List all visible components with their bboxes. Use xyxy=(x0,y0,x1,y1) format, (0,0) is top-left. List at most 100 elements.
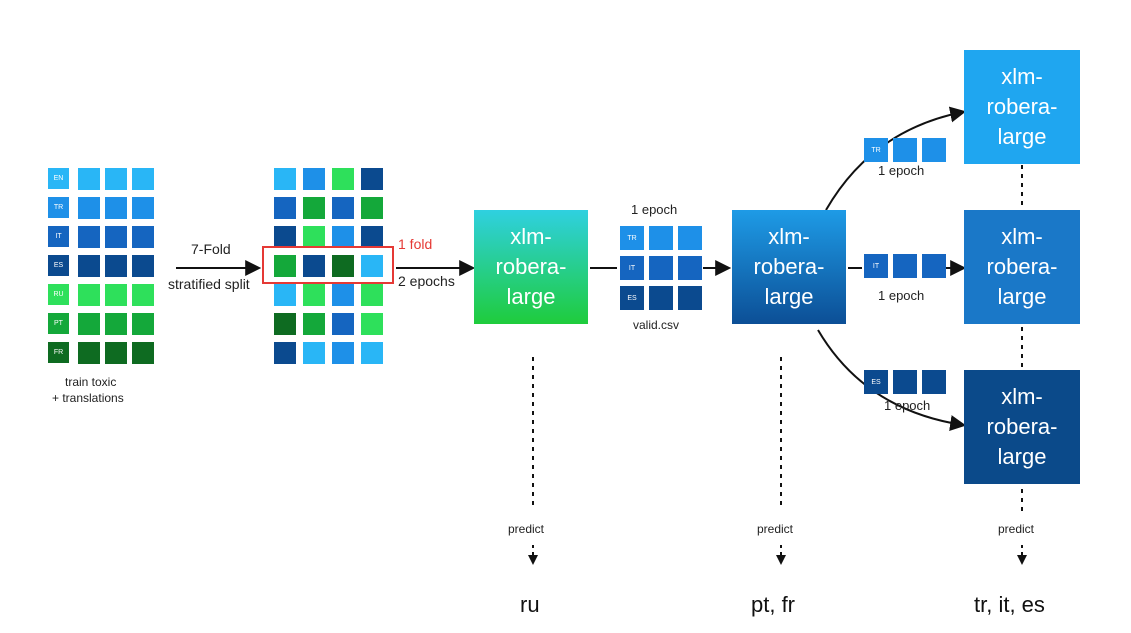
model-1-predict-label: predict xyxy=(508,522,545,536)
model-right-3-box: xlm- robera- large xyxy=(964,370,1080,484)
branch-tag-es: ES xyxy=(864,370,888,394)
model-1-output: ru xyxy=(520,592,540,617)
final-output: tr, it, es xyxy=(974,592,1045,617)
train-cell xyxy=(78,197,100,219)
train-cell xyxy=(105,255,127,277)
language-tag-it: IT xyxy=(48,226,69,247)
model-2-output: pt, fr xyxy=(751,592,796,617)
fold-cell xyxy=(332,342,354,364)
model-right-2-box: xlm- robera- large xyxy=(964,210,1080,324)
right-predict-arrowhead xyxy=(1017,555,1027,565)
fold-cell xyxy=(274,197,296,219)
branch-cell xyxy=(893,254,917,278)
fold-cell xyxy=(303,197,325,219)
fold-cell xyxy=(274,313,296,335)
train-cell xyxy=(105,168,127,190)
fold-cell xyxy=(303,226,325,248)
valid-cell xyxy=(678,286,702,310)
model-1-line3: large xyxy=(506,284,556,309)
valid-cell xyxy=(649,286,673,310)
train-cell xyxy=(132,197,154,219)
fold-cell xyxy=(303,284,325,306)
train-cell xyxy=(78,313,100,335)
fold-cell xyxy=(303,342,325,364)
model1-predict-arrowhead xyxy=(528,555,538,565)
fold-cell xyxy=(361,342,383,364)
fold-cell xyxy=(274,226,296,248)
train-cell xyxy=(78,284,100,306)
fold-cell xyxy=(361,313,383,335)
model-2-line3: large xyxy=(764,284,814,309)
branch-tag-tr: TR xyxy=(864,138,888,162)
branch-0-epoch: 1 epoch xyxy=(878,163,925,178)
train-caption-line2: + translations xyxy=(52,391,124,405)
model-right-3-line1: xlm- xyxy=(1001,384,1043,409)
valid-caption: valid.csv xyxy=(633,318,680,332)
valid-cell xyxy=(649,256,673,280)
model-1-line1: xlm- xyxy=(510,224,552,249)
model-right-1-line3: large xyxy=(997,124,1047,149)
fold-cell xyxy=(361,197,383,219)
fold-cell xyxy=(361,226,383,248)
branch-tag-it: IT xyxy=(864,254,888,278)
model-2-box: xlm- robera- large xyxy=(732,210,846,324)
fold-cell xyxy=(274,255,296,277)
model2-predict-arrowhead xyxy=(776,555,786,565)
train-cell xyxy=(105,197,127,219)
train-cell xyxy=(78,255,100,277)
valid-cell xyxy=(678,226,702,250)
fold-cell xyxy=(303,313,325,335)
model-right-1-line1: xlm- xyxy=(1001,64,1043,89)
language-tag-en: EN xyxy=(48,168,69,189)
final-predict-label: predict xyxy=(998,522,1035,536)
fold-cell xyxy=(274,342,296,364)
train-cell xyxy=(105,342,127,364)
model-right-1-line2: robera- xyxy=(986,94,1058,119)
model-2-predict-label: predict xyxy=(757,522,794,536)
model-right-2-line3: large xyxy=(997,284,1047,309)
valid-cell xyxy=(678,256,702,280)
valid-cell xyxy=(649,226,673,250)
split-label-top: 7-Fold xyxy=(191,241,231,257)
train-caption-line1: train toxic xyxy=(65,375,117,389)
train-cell xyxy=(132,284,154,306)
model-1-box: xlm- robera- large xyxy=(474,210,588,324)
model-right-2-line1: xlm- xyxy=(1001,224,1043,249)
model-1-line2: robera- xyxy=(495,254,567,279)
valid-tag-tr: TR xyxy=(620,226,644,250)
model-2-line2: robera- xyxy=(753,254,825,279)
fold-cell xyxy=(332,197,354,219)
train-cell xyxy=(132,255,154,277)
epochs-label: 2 epochs xyxy=(398,273,455,289)
model-right-2-line2: robera- xyxy=(986,254,1058,279)
train-cell xyxy=(132,313,154,335)
model-right-3-line2: robera- xyxy=(986,414,1058,439)
language-tag-ru: RU xyxy=(48,284,69,305)
fold-cell xyxy=(332,226,354,248)
model-2-line1: xlm- xyxy=(768,224,810,249)
branch-cell xyxy=(922,138,946,162)
train-cell xyxy=(105,313,127,335)
fold-cell xyxy=(303,255,325,277)
fold-cell xyxy=(332,284,354,306)
valid-tag-es: ES xyxy=(620,286,644,310)
fold-cell xyxy=(303,168,325,190)
branch-cell xyxy=(922,254,946,278)
fold-cell xyxy=(274,284,296,306)
fold-cell xyxy=(274,168,296,190)
train-cell xyxy=(78,168,100,190)
fold-cell xyxy=(332,255,354,277)
train-cell xyxy=(132,168,154,190)
model-right-1-box: xlm- robera- large xyxy=(964,50,1080,164)
language-tag-es: ES xyxy=(48,255,69,276)
valid-epoch-label: 1 epoch xyxy=(631,202,678,217)
language-tag-tr: TR xyxy=(48,197,69,218)
fold-cell xyxy=(361,284,383,306)
fold-cell xyxy=(332,168,354,190)
train-cell xyxy=(132,226,154,248)
valid-tag-it: IT xyxy=(620,256,644,280)
model-right-3-line3: large xyxy=(997,444,1047,469)
fold-label: 1 fold xyxy=(398,236,433,252)
language-tag-fr: FR xyxy=(48,342,69,363)
branch-cell xyxy=(922,370,946,394)
